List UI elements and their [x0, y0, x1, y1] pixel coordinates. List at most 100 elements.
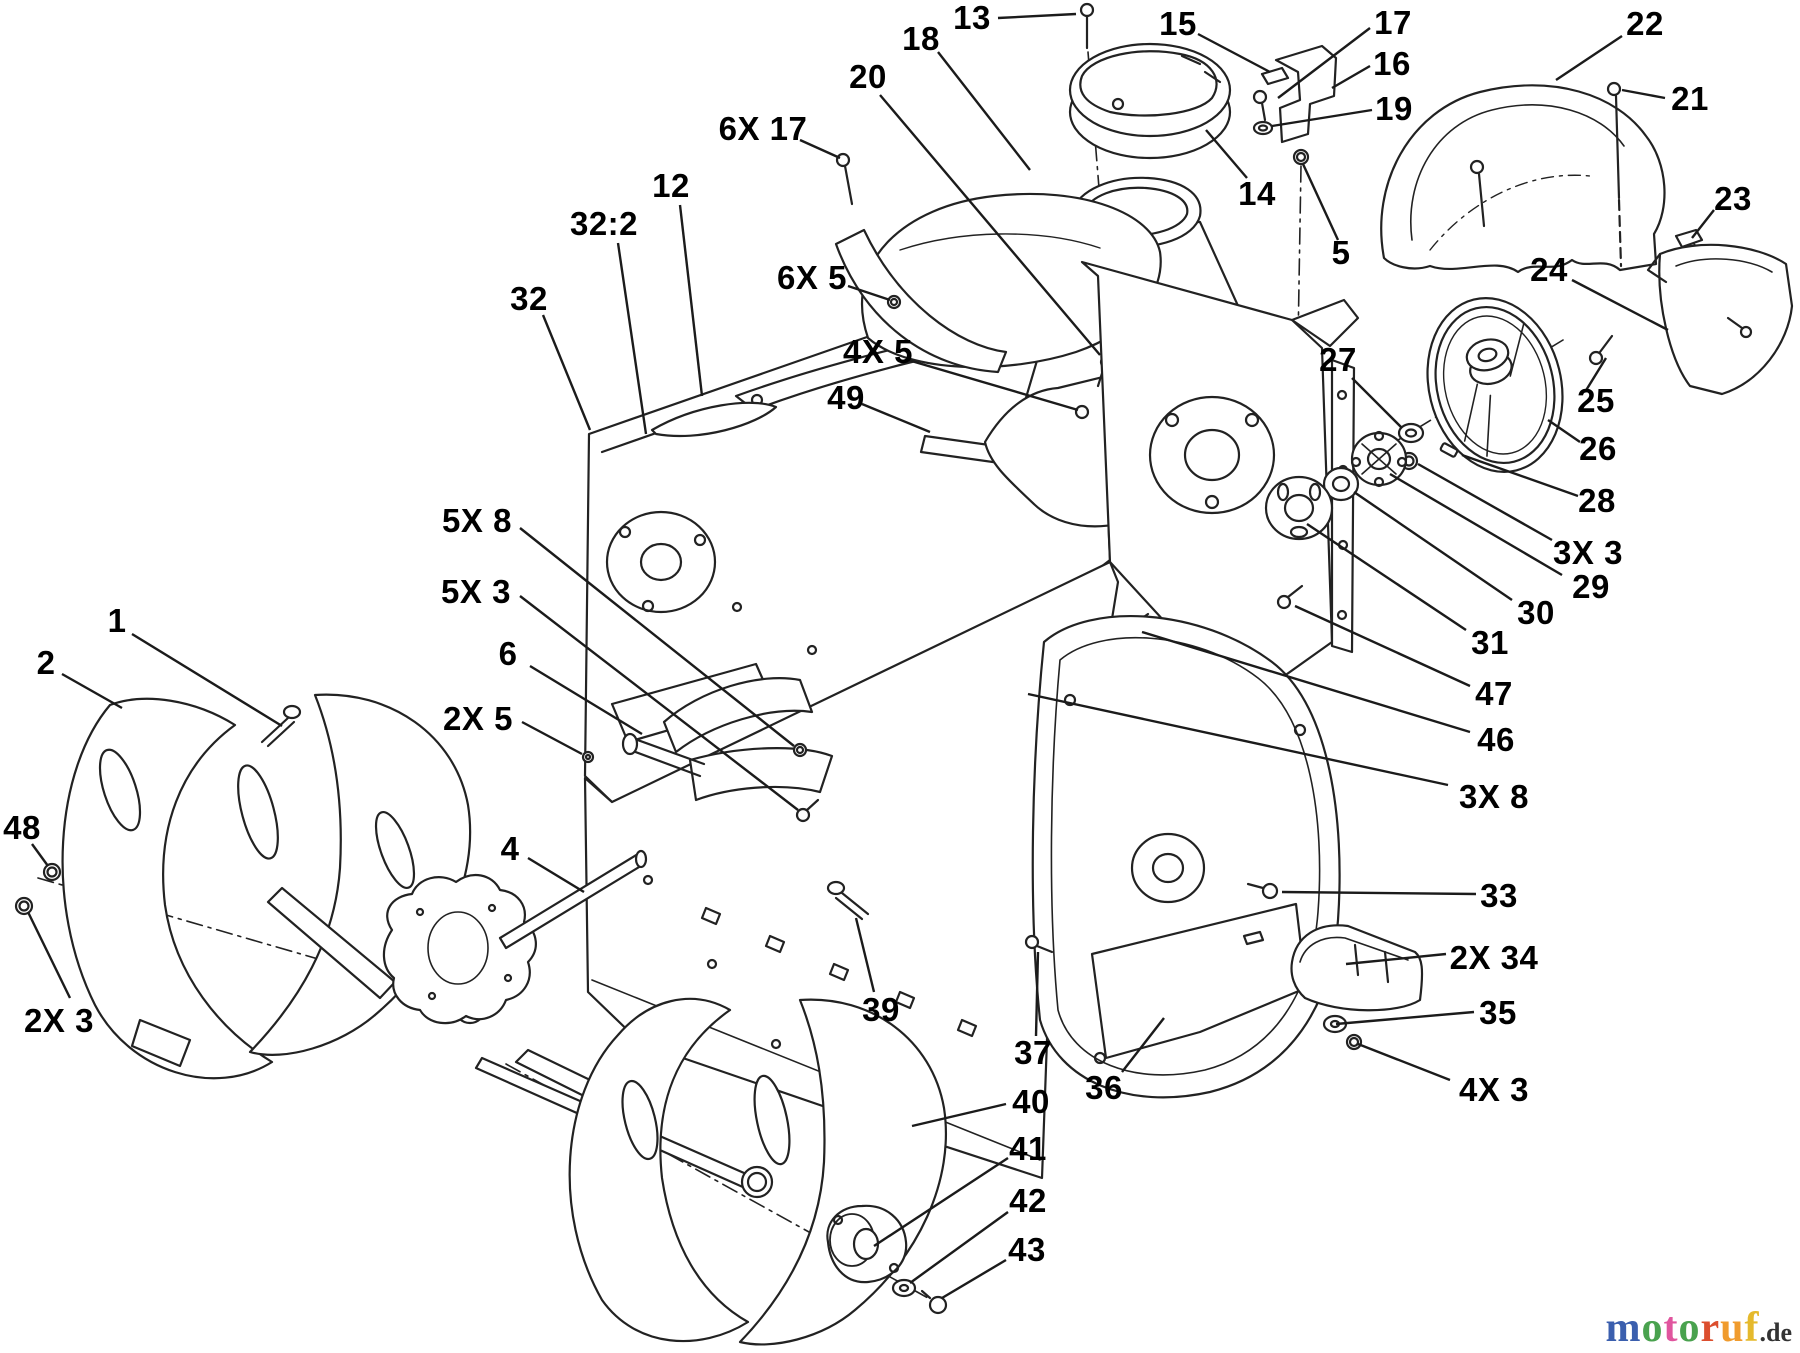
- callout-35: 35: [1479, 994, 1517, 1031]
- leader-line-37: [1034, 951, 1040, 1037]
- callout-46: 46: [1477, 721, 1515, 758]
- motoruf-letter: t: [1663, 1305, 1679, 1351]
- callout-5: 5: [1331, 234, 1351, 271]
- leader-line-36: [1121, 1017, 1165, 1073]
- callout-15: 15: [1159, 5, 1197, 42]
- leader-line-32-2: [616, 242, 648, 435]
- callout-36: 36: [1085, 1069, 1123, 1106]
- motoruf-logo-text: motoruf: [1605, 1305, 1759, 1351]
- leader-line-3x-8: [1027, 692, 1449, 787]
- leader-line-4x-5: [907, 358, 1079, 412]
- drive-shaft-4: [498, 849, 648, 950]
- callout-3x-3: 3X 3: [1553, 534, 1623, 571]
- leader-line-14: [1205, 129, 1248, 179]
- motoruf-letter: o: [1641, 1305, 1664, 1351]
- callout-18: 18: [902, 20, 940, 57]
- callout-25: 25: [1577, 382, 1615, 419]
- leader-line-22: [1555, 35, 1623, 81]
- leader-line-15: [1197, 32, 1271, 74]
- callout-13: 13: [953, 0, 991, 36]
- shaft-bearing-41: [826, 1204, 908, 1284]
- leader-line-3x-3: [1417, 462, 1553, 542]
- leader-line-48: [31, 843, 49, 867]
- leader-line-32: [541, 314, 592, 431]
- leader-line-19: [1271, 108, 1373, 128]
- motoruf-letter: f: [1744, 1305, 1760, 1351]
- callout-28: 28: [1578, 482, 1616, 519]
- callout-37: 37: [1014, 1034, 1052, 1071]
- callout-14: 14: [1238, 175, 1276, 212]
- hub-stack: [1264, 422, 1425, 541]
- callout-41: 41: [1009, 1130, 1047, 1167]
- bolt-33: [1246, 882, 1279, 900]
- callout-5x-3: 5X 3: [441, 573, 511, 610]
- leader-line-2x-3: [26, 911, 72, 999]
- chute-ring: [1068, 42, 1232, 160]
- callout-2x-3: 2X 3: [24, 1002, 94, 1039]
- leader-line-40: [911, 1102, 1007, 1128]
- leader-line-6x-17: [799, 138, 841, 160]
- callout-24: 24: [1530, 251, 1568, 288]
- leader-line-4: [527, 856, 585, 894]
- callout-30: 30: [1517, 594, 1555, 631]
- callout-33: 33: [1480, 877, 1518, 914]
- auger-nut-48: [14, 862, 62, 916]
- leader-line-49: [861, 402, 931, 434]
- leader-line-21: [1621, 88, 1666, 100]
- motoruf-letter: u: [1720, 1305, 1745, 1351]
- motoruf-watermark: motoruf.de: [1605, 1307, 1792, 1349]
- motoruf-letter: m: [1605, 1305, 1642, 1351]
- lower-guard-plate: [1090, 902, 1308, 1060]
- callout-29: 29: [1572, 568, 1610, 605]
- leader-line-13: [997, 12, 1077, 20]
- carriage-bolt-13: [1079, 2, 1095, 50]
- leader-line-41: [873, 1156, 1009, 1248]
- callout-42: 42: [1009, 1182, 1047, 1219]
- motoruf-letter: o: [1678, 1305, 1701, 1351]
- leader-line-1: [131, 632, 283, 728]
- housing-front-apron: [583, 560, 1120, 1180]
- leader-line-42: [909, 1211, 1009, 1284]
- callout-6x-17: 6X 17: [718, 110, 808, 147]
- callout-21: 21: [1671, 80, 1709, 117]
- callout-47: 47: [1475, 675, 1513, 712]
- side-panel-24: [1588, 243, 1794, 396]
- chute-dome-cover: [834, 152, 1162, 374]
- callout-23: 23: [1714, 180, 1752, 217]
- callout-19: 19: [1375, 90, 1413, 127]
- bolt-39: [826, 880, 870, 921]
- leader-line-16: [1331, 64, 1371, 90]
- callout-6x-5: 6X 5: [777, 259, 847, 296]
- leader-line-2x-5: [521, 720, 583, 756]
- callout-40: 40: [1012, 1083, 1050, 1120]
- callout-2x-34: 2X 34: [1449, 939, 1539, 976]
- washer-42: [891, 1278, 917, 1298]
- leader-line-35: [1335, 1010, 1475, 1026]
- leader-line-30: [1353, 491, 1513, 601]
- callout-39: 39: [862, 991, 900, 1028]
- bolt-43: [920, 1289, 948, 1315]
- leader-line-23: [1691, 209, 1715, 239]
- callout-6: 6: [498, 635, 518, 672]
- callout-49: 49: [827, 379, 865, 416]
- callout-2: 2: [36, 644, 56, 681]
- motoruf-logo-suffix: .de: [1759, 1318, 1793, 1347]
- leader-line-6: [529, 664, 643, 736]
- callout-4: 4: [500, 830, 520, 867]
- callout-32-2: 32:2: [569, 205, 639, 242]
- motoruf-letter: r: [1700, 1305, 1721, 1351]
- skid-shoe: [1290, 924, 1424, 1051]
- leader-line-2: [61, 672, 123, 710]
- leader-line-29: [1389, 472, 1563, 577]
- leader-line-18: [937, 51, 1031, 171]
- leader-line-20: [879, 94, 1101, 356]
- shaft-key-28: [1439, 442, 1459, 458]
- callout-31: 31: [1471, 624, 1509, 661]
- leader-line-28: [1461, 453, 1579, 498]
- callout-2x-5: 2X 5: [443, 700, 513, 737]
- callout-26: 26: [1579, 430, 1617, 467]
- leader-line-2x-34: [1345, 952, 1447, 966]
- leader-line-31: [1306, 523, 1467, 631]
